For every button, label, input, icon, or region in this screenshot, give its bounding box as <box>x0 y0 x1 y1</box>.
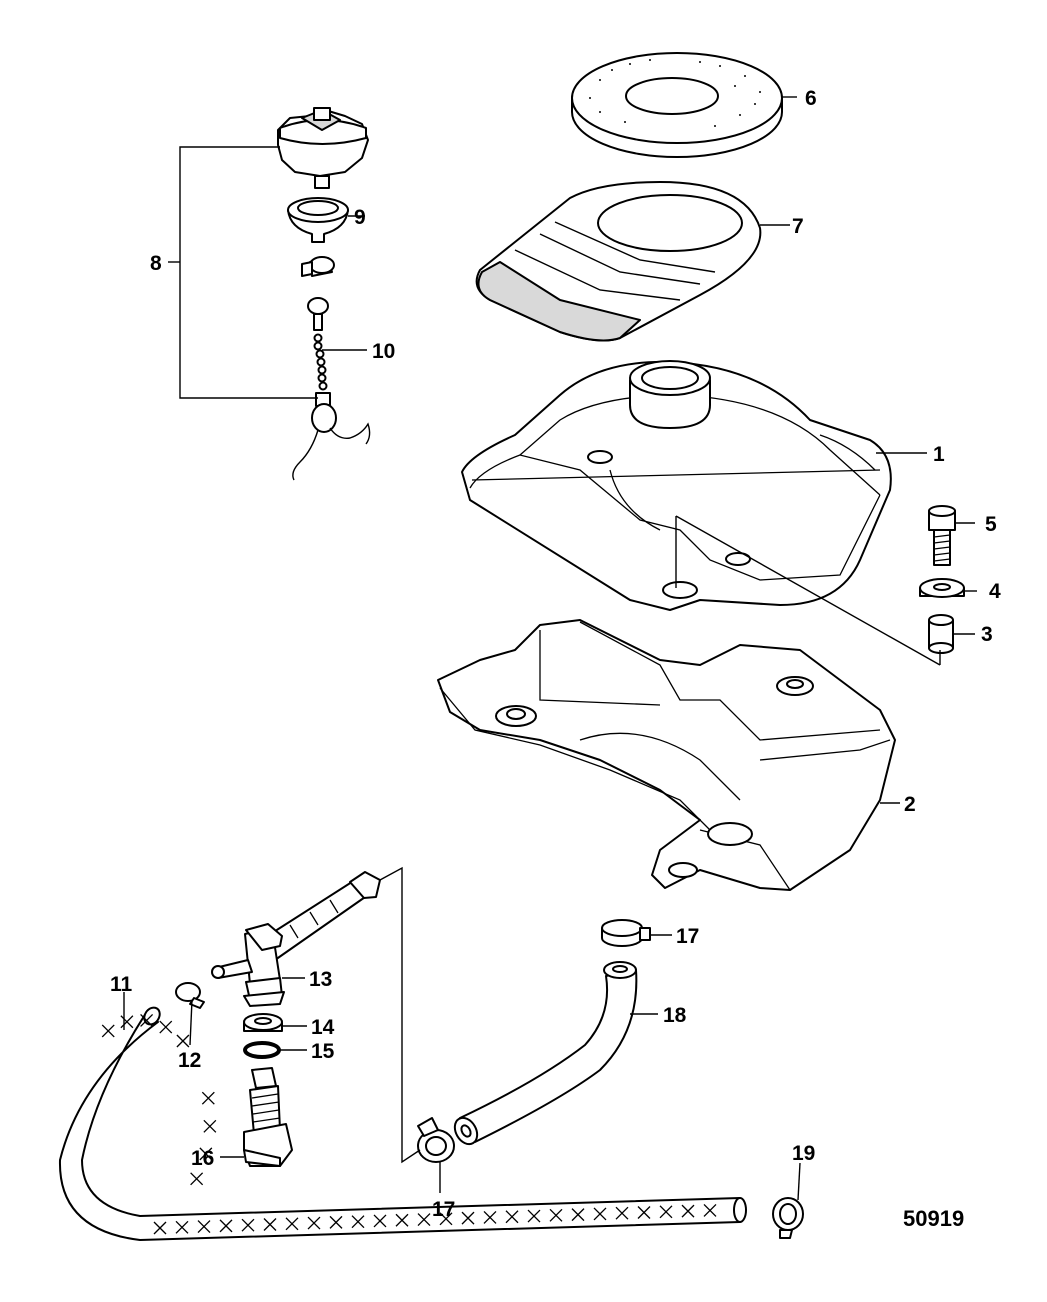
callout-19: 19 <box>792 1142 815 1165</box>
callout-17-upper: 17 <box>676 925 699 948</box>
hose-hatch-mark <box>120 1015 134 1029</box>
hose-clamp-part-17-lower <box>417 1117 455 1163</box>
hose-hatch-mark <box>329 1215 343 1229</box>
callout-2: 2 <box>904 793 916 816</box>
callout-1: 1 <box>933 443 945 466</box>
fuel-tank-part-1 <box>461 360 892 611</box>
fuel-fitting-part-13 <box>211 871 381 1007</box>
hose-hatch-mark <box>571 1208 585 1222</box>
hose-hatch-mark <box>351 1215 365 1229</box>
callout-labels: 1 2 3 4 5 6 7 8 9 10 11 12 13 14 15 16 1… <box>110 87 1001 1231</box>
hose-hatch-mark <box>241 1218 255 1232</box>
hose-hatch-mark <box>461 1211 475 1225</box>
tank-bracket-part-2 <box>437 619 896 891</box>
bolt-part-5 <box>928 505 956 566</box>
hose-hatch-mark <box>527 1209 541 1223</box>
callout-17-lower: 17 <box>432 1198 455 1221</box>
washer-part-14 <box>243 1013 283 1032</box>
hose-hatch-mark <box>593 1207 607 1221</box>
callout-7: 7 <box>792 215 804 238</box>
hose-hatch-mark <box>197 1220 211 1234</box>
hose-clamp-part-17-upper <box>601 919 651 947</box>
callout-11: 11 <box>110 973 133 996</box>
fuel-cap-part-8 <box>277 107 369 189</box>
callout-10: 10 <box>372 340 395 363</box>
callout-3: 3 <box>981 623 993 646</box>
hose-hatch-mark <box>549 1208 563 1222</box>
hose-hatch-mark <box>219 1219 233 1233</box>
hose-hatch-mark <box>637 1206 651 1219</box>
gasket-part-9 <box>287 197 349 243</box>
callout-15: 15 <box>311 1040 335 1063</box>
hose-hatch-mark <box>505 1210 519 1224</box>
hose-hatch-mark <box>175 1220 189 1234</box>
hose-hatch-mark <box>395 1213 409 1227</box>
hose-hatch-mark <box>203 1119 217 1133</box>
callout-18: 18 <box>663 1004 687 1027</box>
o-ring-part-15 <box>243 1041 281 1059</box>
hose-hatch-mark <box>307 1216 321 1230</box>
hose-hatch-mark <box>190 1172 204 1186</box>
callout-9: 9 <box>354 206 366 229</box>
foam-pad-part-6 <box>571 52 783 158</box>
hose-hatch-mark <box>373 1214 387 1228</box>
decal-part-7 <box>475 181 762 342</box>
small-clip <box>301 256 335 277</box>
callout-13: 13 <box>309 968 332 991</box>
callout-14: 14 <box>311 1016 335 1039</box>
hose-hatch-mark <box>140 1013 154 1027</box>
fuel-hose-part-11 <box>58 1006 747 1241</box>
hose-hatch-mark <box>263 1218 277 1231</box>
hose-clamp-part-12 <box>175 982 205 1009</box>
spacer-part-3 <box>928 614 954 654</box>
leader-lines <box>123 96 977 1201</box>
hose-hatch-mark <box>615 1206 629 1220</box>
callout-6: 6 <box>805 87 817 110</box>
fuel-connector-part-16 <box>243 1067 293 1167</box>
hose-hatch-mark <box>159 1020 173 1034</box>
callout-16: 16 <box>191 1147 214 1170</box>
hose-hatch-mark <box>201 1091 215 1105</box>
callout-8: 8 <box>150 252 162 275</box>
hose-hatch-mark <box>176 1034 190 1048</box>
callout-12: 12 <box>178 1049 201 1072</box>
hose-hatch-mark <box>153 1221 167 1235</box>
hose-hatch-mark <box>417 1213 431 1227</box>
hose-hatch-mark <box>483 1210 497 1224</box>
hose-hatch-mark <box>101 1024 115 1038</box>
figure-number: 50919 <box>903 1206 964 1231</box>
callout-5: 5 <box>985 513 997 536</box>
hose-hatch-mark <box>703 1203 717 1217</box>
hose-hatch-mark <box>659 1205 673 1219</box>
hose-hatch-mark <box>285 1217 299 1231</box>
vent-hose-part-18 <box>453 961 638 1146</box>
washer-part-4 <box>919 578 965 598</box>
hose-clamp-part-19 <box>772 1197 804 1239</box>
hose-hatch-mark <box>439 1212 453 1226</box>
retainer-chain-part-10 <box>292 297 371 481</box>
hose-hatch-mark <box>199 1147 213 1161</box>
hose-hatch-mark <box>681 1204 695 1218</box>
callout-4: 4 <box>989 580 1001 603</box>
